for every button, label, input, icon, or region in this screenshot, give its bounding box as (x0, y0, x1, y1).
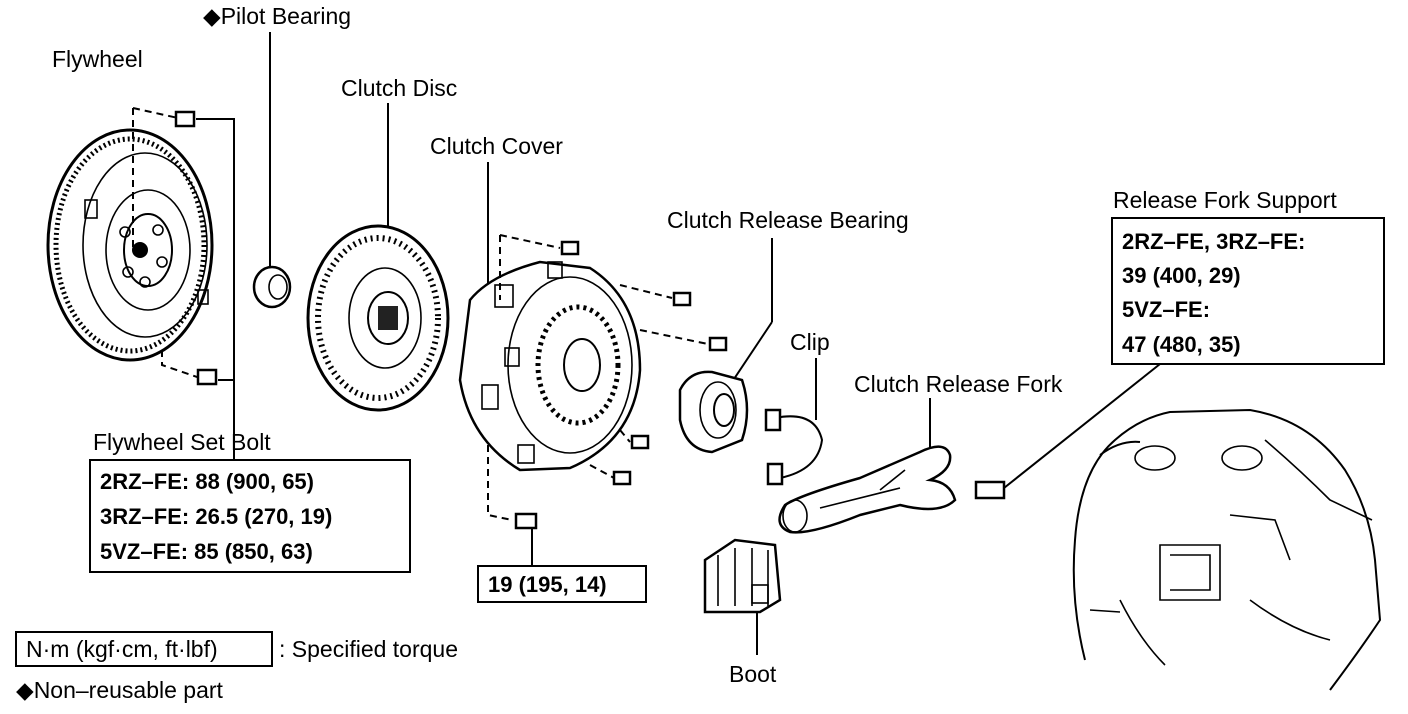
clip-part (764, 358, 824, 486)
clutch-disc-label: Clutch Disc (341, 75, 457, 101)
torque-line: 47 (480, 35) (1122, 332, 1241, 357)
release-fork-part (778, 398, 957, 534)
release-fork-support-label: Release Fork Support (1113, 187, 1337, 213)
release-fork-support-torque-box: 2RZ–FE, 3RZ–FE: 39 (400, 29) 5VZ–FE: 47 … (1111, 217, 1385, 365)
torque-line: 2RZ–FE, 3RZ–FE: (1122, 229, 1305, 254)
legend-non-reusable: ◆Non–reusable part (16, 677, 224, 703)
flywheel-part (46, 128, 214, 362)
pilot-bearing-part (252, 32, 292, 309)
flywheel-label: Flywheel (52, 46, 143, 72)
clutch-cover-part (458, 162, 728, 568)
release-bearing-part (678, 238, 773, 454)
legend-unit-box: N·m (kgf·cm, ft·lbf) (26, 636, 218, 662)
legend: N·m (kgf·cm, ft·lbf) : Specified torque … (15, 631, 458, 703)
flywheel-set-bolt-torque-box: 2RZ–FE: 88 (900, 65) 3RZ–FE: 26.5 (270, … (89, 459, 411, 573)
torque-line: 5VZ–FE: (1122, 297, 1210, 322)
torque-line: 2RZ–FE: 88 (900, 65) (100, 469, 314, 494)
clutch-release-bearing-label: Clutch Release Bearing (667, 207, 909, 233)
torque-line: 5VZ–FE: 85 (850, 63) (100, 539, 313, 564)
torque-line: 3RZ–FE: 26.5 (270, 19) (100, 504, 332, 529)
pilot-bearing-label: ◆Pilot Bearing (203, 3, 351, 29)
clutch-disc-part (306, 103, 450, 412)
clutch-release-fork-label: Clutch Release Fork (854, 371, 1063, 397)
flywheel-set-bolt-part (132, 107, 235, 460)
boot-part (703, 538, 782, 655)
torque-line: 39 (400, 29) (1122, 263, 1241, 288)
release-fork-support-part (974, 363, 1161, 500)
flywheel-set-bolt-label: Flywheel Set Bolt (93, 429, 271, 455)
clutch-cover-label: Clutch Cover (430, 133, 563, 159)
clip-label: Clip (790, 329, 830, 355)
boot-label: Boot (729, 661, 777, 687)
torque-line: 19 (195, 14) (488, 572, 607, 597)
clutch-cover-bolt-torque-box: 19 (195, 14) (477, 565, 647, 603)
transmission-housing (1072, 408, 1382, 691)
legend-unit-text: : Specified torque (279, 636, 458, 662)
